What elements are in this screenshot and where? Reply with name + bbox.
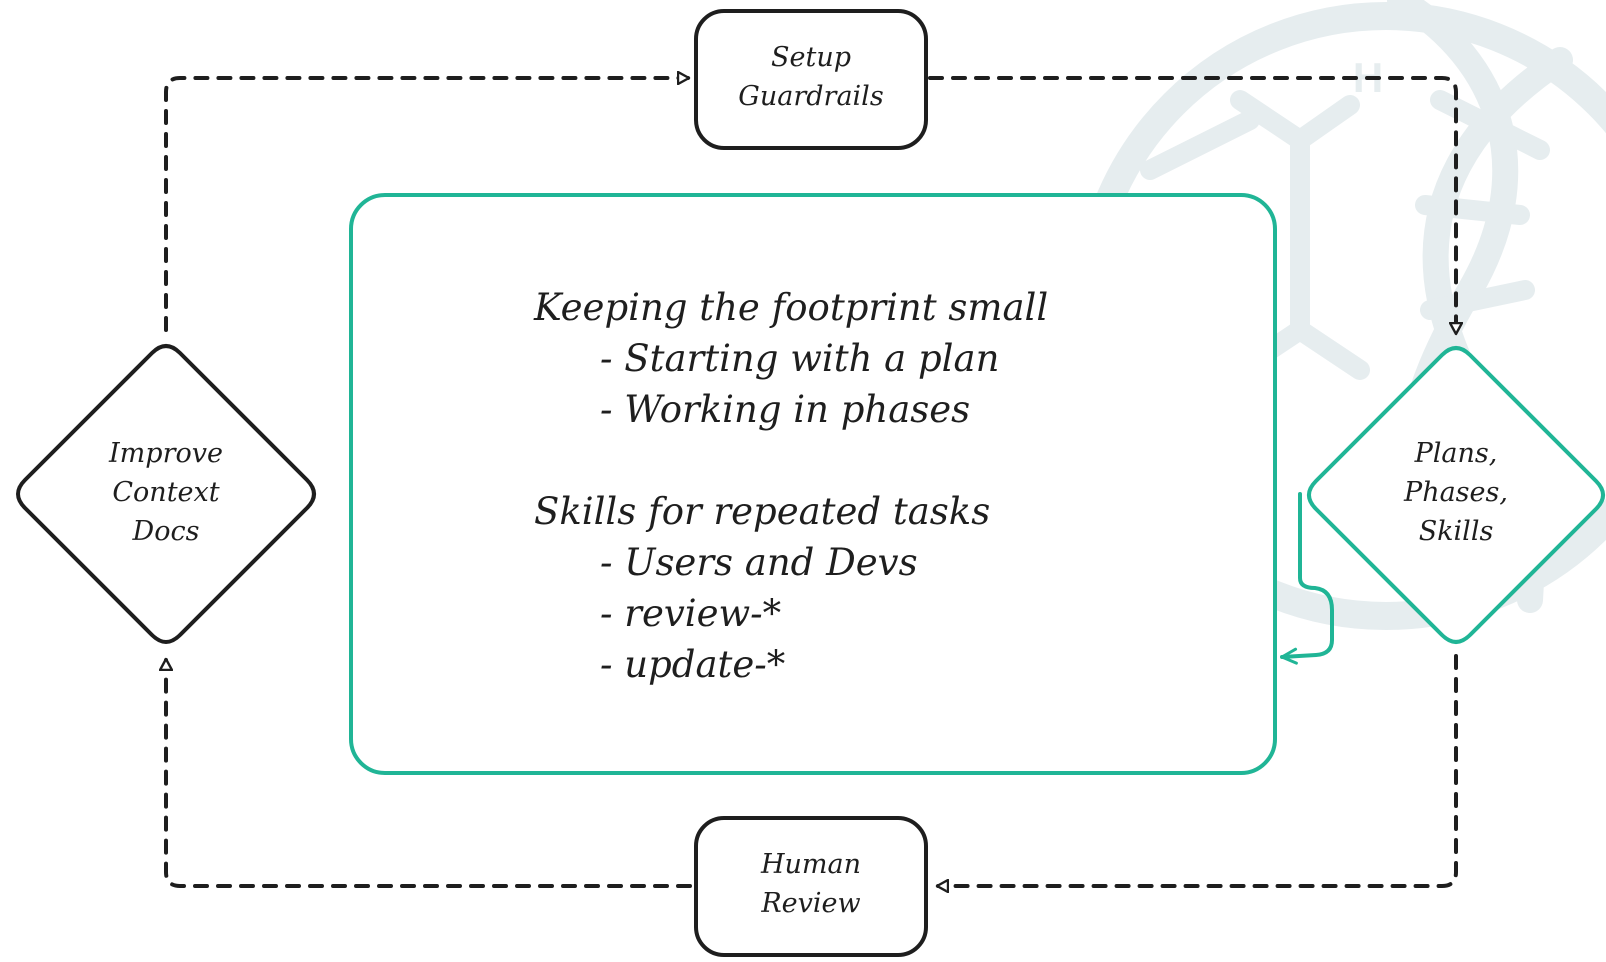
skills-list: Users and Devs review-* update-* xyxy=(534,537,1048,690)
center-content: Keeping the footprint small Starting wit… xyxy=(534,282,1048,690)
edge-setup-to-plans xyxy=(928,76,1456,333)
human-review-box xyxy=(694,816,928,957)
human-review-label: Human Review xyxy=(760,849,862,919)
section-heading-footprint: Keeping the footprint small xyxy=(534,286,1049,329)
list-item: Users and Devs xyxy=(600,537,1048,588)
list-item: review-* xyxy=(600,588,1048,639)
edge-plans-to-center xyxy=(1280,492,1334,665)
plans-phases-skills-label: Plans, Phases, Skills xyxy=(1404,438,1508,547)
plans-phases-skills-diamond xyxy=(1307,346,1605,644)
watermark-molecule-arm xyxy=(1290,320,1370,380)
list-item: Working in phases xyxy=(600,384,1048,435)
setup-guardrails-box xyxy=(694,9,928,150)
section-spacer xyxy=(534,435,1048,486)
list-item: update-* xyxy=(600,639,1048,690)
section-heading-skills: Skills for repeated tasks xyxy=(534,490,991,533)
improve-context-docs-label: Improve Context Docs xyxy=(109,438,223,547)
edge-improve-to-setup xyxy=(164,78,688,332)
edge-review-to-improve xyxy=(166,660,692,888)
watermark-rung xyxy=(1420,280,1535,320)
watermark-molecule-arm xyxy=(1290,95,1360,150)
improve-context-docs-diamond xyxy=(16,344,316,644)
watermark-rung xyxy=(1415,195,1530,225)
watermark-bond xyxy=(1140,110,1260,180)
setup-guardrails-label: Setup Guardrails xyxy=(738,42,884,112)
footprint-list: Starting with a plan Working in phases xyxy=(534,333,1048,435)
watermark-molecule-arm xyxy=(1230,90,1310,150)
edge-plans-to-review xyxy=(938,654,1458,886)
list-item: Starting with a plan xyxy=(600,333,1048,384)
